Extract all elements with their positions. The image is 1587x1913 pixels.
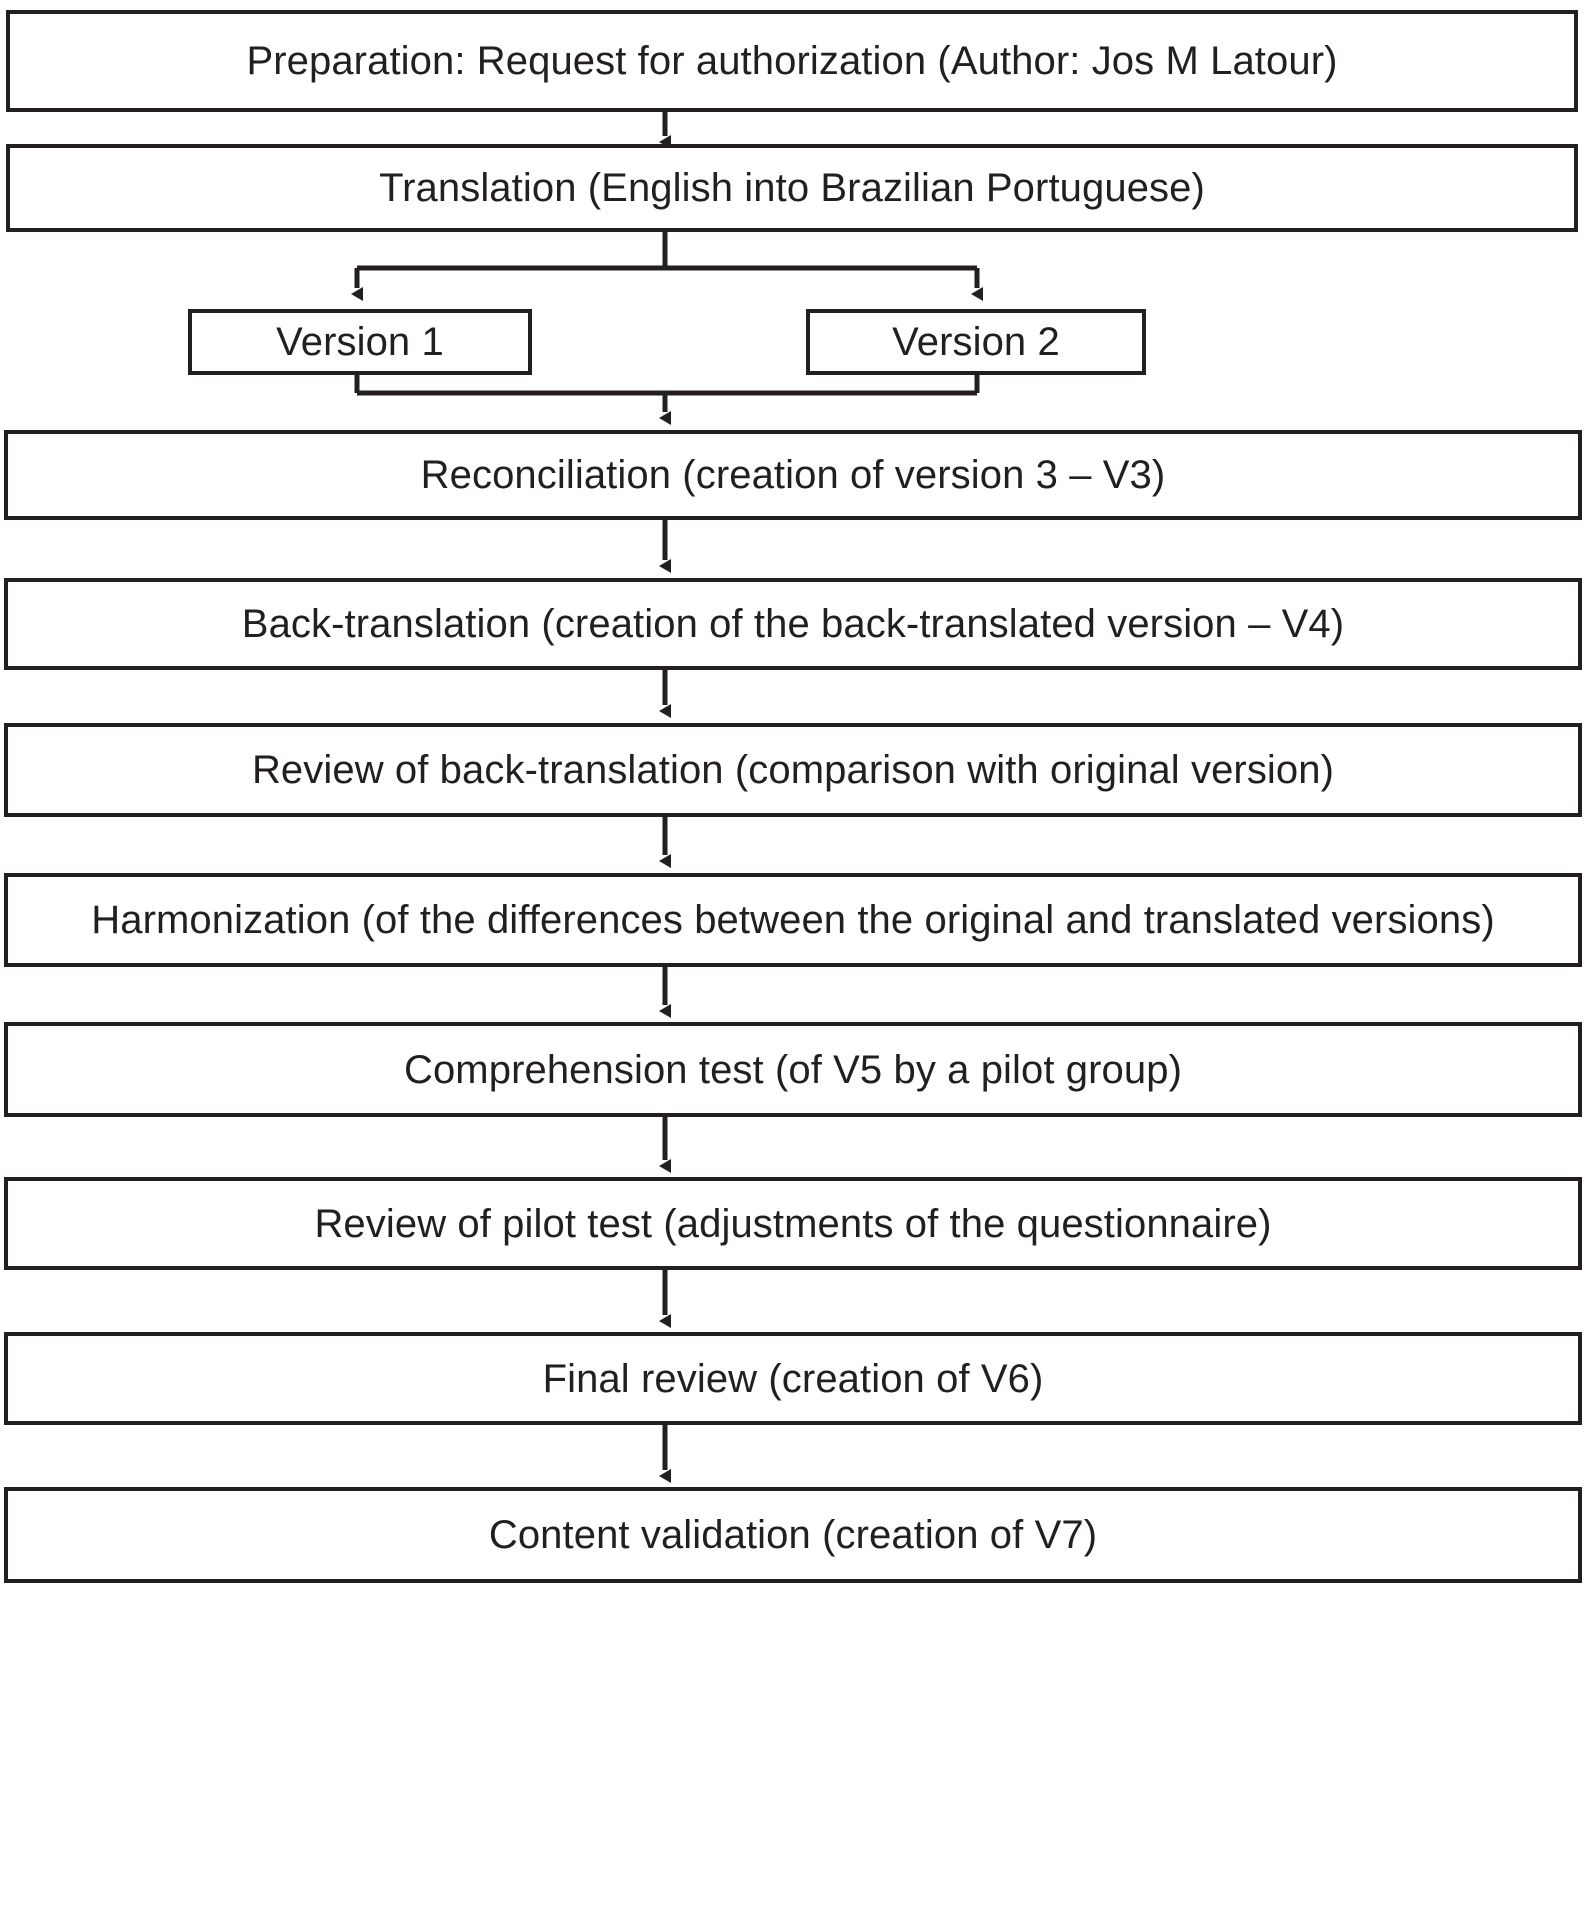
node-harmonization: Harmonization (of the differences betwee… [4,873,1582,967]
node-version-1: Version 1 [188,309,532,375]
node-review-pilot-test: Review of pilot test (adjustments of the… [4,1177,1582,1270]
node-back-translation: Back-translation (creation of the back-t… [4,578,1582,670]
node-reconciliation: Reconciliation (creation of version 3 – … [4,430,1582,520]
node-content-validation-label: Content validation (creation of V7) [488,1513,1098,1557]
node-version-1-label: Version 1 [276,320,444,364]
node-content-validation: Content validation (creation of V7) [4,1487,1582,1583]
node-harmonization-label: Harmonization (of the differences betwee… [91,898,1495,942]
node-version-2-label: Version 2 [892,320,1060,364]
node-version-2: Version 2 [806,309,1146,375]
connector-versions-to-reconciliation [354,373,980,425]
node-final-review: Final review (creation of V6) [4,1332,1582,1425]
node-final-review-label: Final review (creation of V6) [542,1356,1044,1401]
node-comprehension-test-label: Comprehension test (of V5 by a pilot gro… [403,1047,1183,1092]
node-reconciliation-label: Reconciliation (creation of version 3 – … [420,453,1166,497]
node-back-translation-label: Back-translation (creation of the back-t… [241,602,1345,646]
node-preparation: Preparation: Request for authorization (… [6,10,1578,112]
connector-translation-to-versions [351,230,983,301]
node-translation: Translation (English into Brazilian Port… [6,144,1578,232]
node-preparation-label: Preparation: Request for authorization (… [246,39,1338,83]
node-translation-label: Translation (English into Brazilian Port… [379,166,1205,210]
node-review-pilot-test-label: Review of pilot test (adjustments of the… [314,1201,1272,1246]
node-review-back-translation: Review of back-translation (comparison w… [4,723,1582,817]
node-review-back-translation-label: Review of back-translation (comparison w… [251,748,1335,792]
node-comprehension-test: Comprehension test (of V5 by a pilot gro… [4,1022,1582,1117]
